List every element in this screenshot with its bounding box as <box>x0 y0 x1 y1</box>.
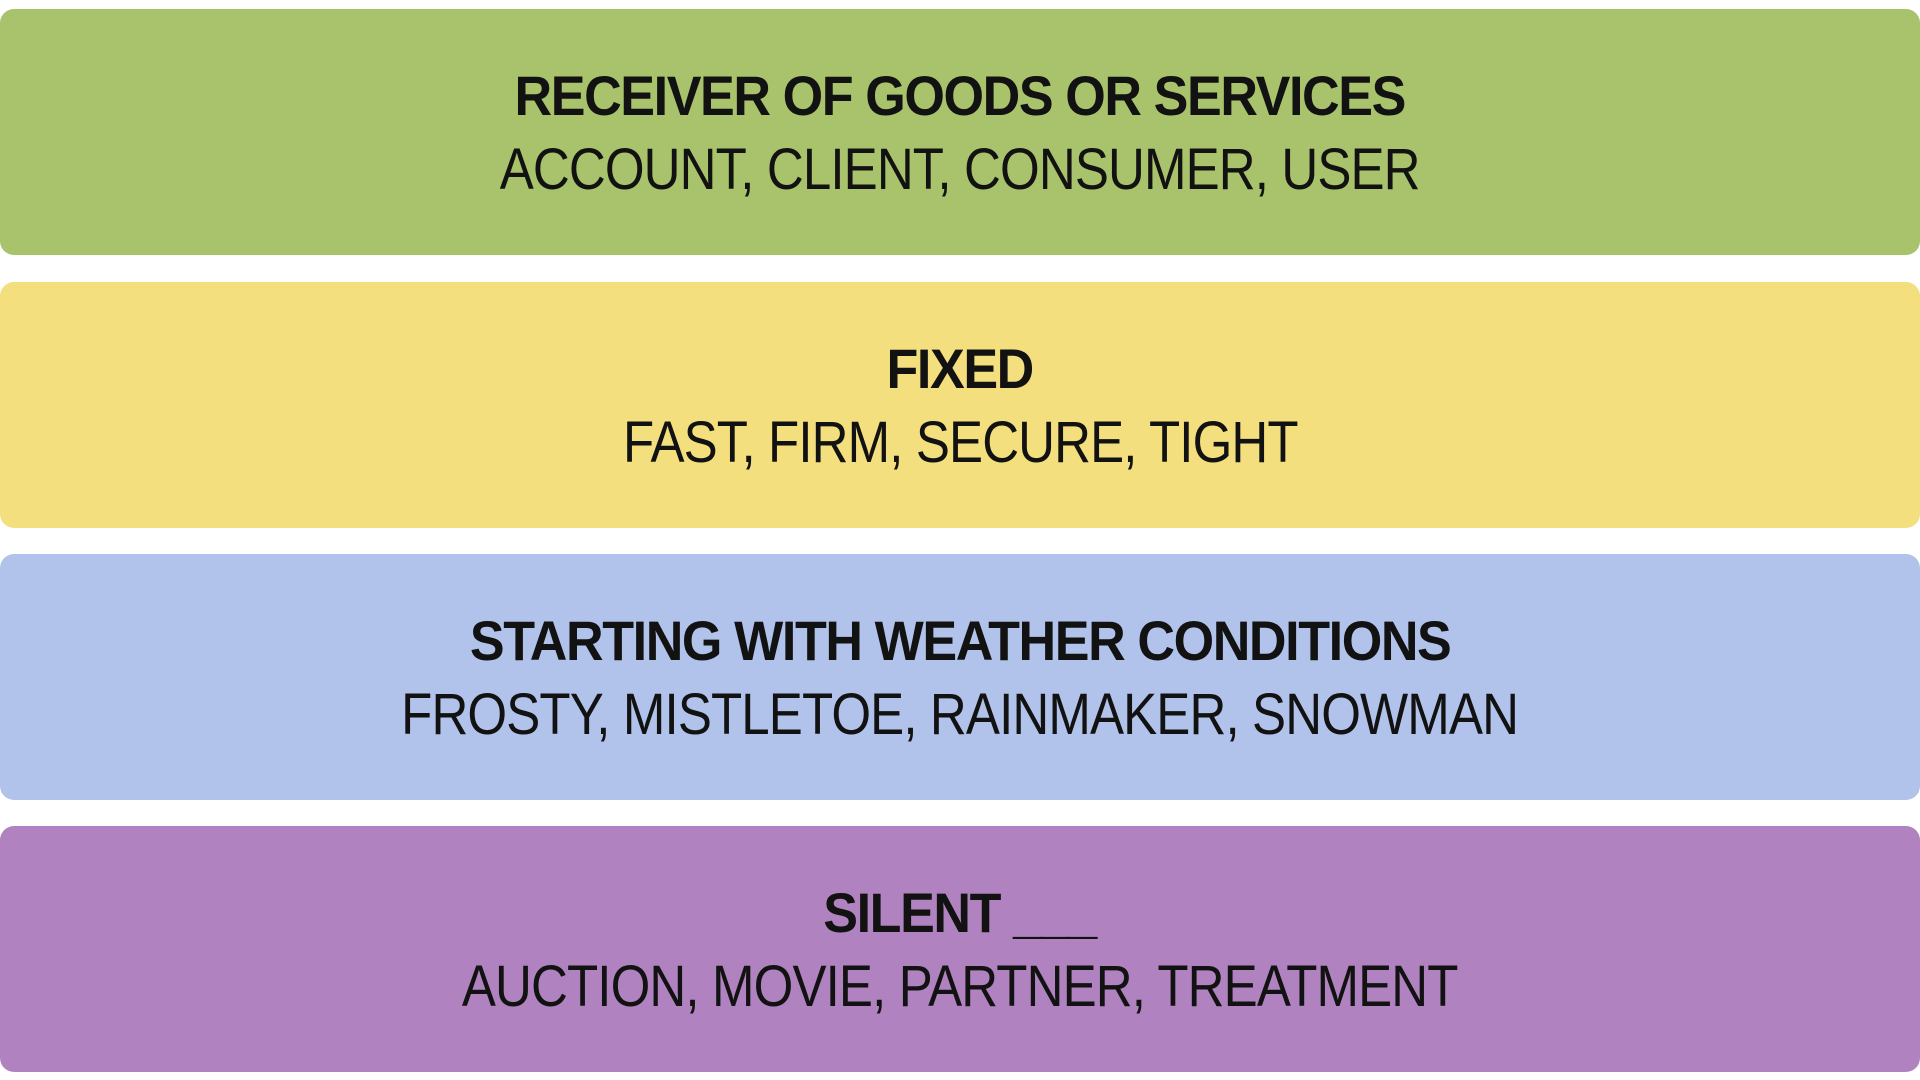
group-member-words: FAST, FIRM, SECURE, TIGHT <box>622 410 1299 475</box>
solved-group-green: RECEIVER OF GOODS OR SERVICES ACCOUNT, C… <box>0 9 1920 255</box>
group-category-title: SILENT ___ <box>823 881 1098 944</box>
group-category-title: STARTING WITH WEATHER CONDITIONS <box>469 609 1452 672</box>
group-member-words: AUCTION, MOVIE, PARTNER, TREATMENT <box>462 954 1459 1019</box>
solved-group-blue: STARTING WITH WEATHER CONDITIONS FROSTY,… <box>0 554 1920 800</box>
group-member-words: ACCOUNT, CLIENT, CONSUMER, USER <box>500 137 1421 202</box>
solved-group-yellow: FIXED FAST, FIRM, SECURE, TIGHT <box>0 282 1920 528</box>
group-category-title: RECEIVER OF GOODS OR SERVICES <box>514 64 1407 127</box>
group-member-words: FROSTY, MISTLETOE, RAINMAKER, SNOWMAN <box>401 682 1520 747</box>
solved-group-purple: SILENT ___ AUCTION, MOVIE, PARTNER, TREA… <box>0 826 1920 1072</box>
group-category-title: FIXED <box>886 337 1035 400</box>
